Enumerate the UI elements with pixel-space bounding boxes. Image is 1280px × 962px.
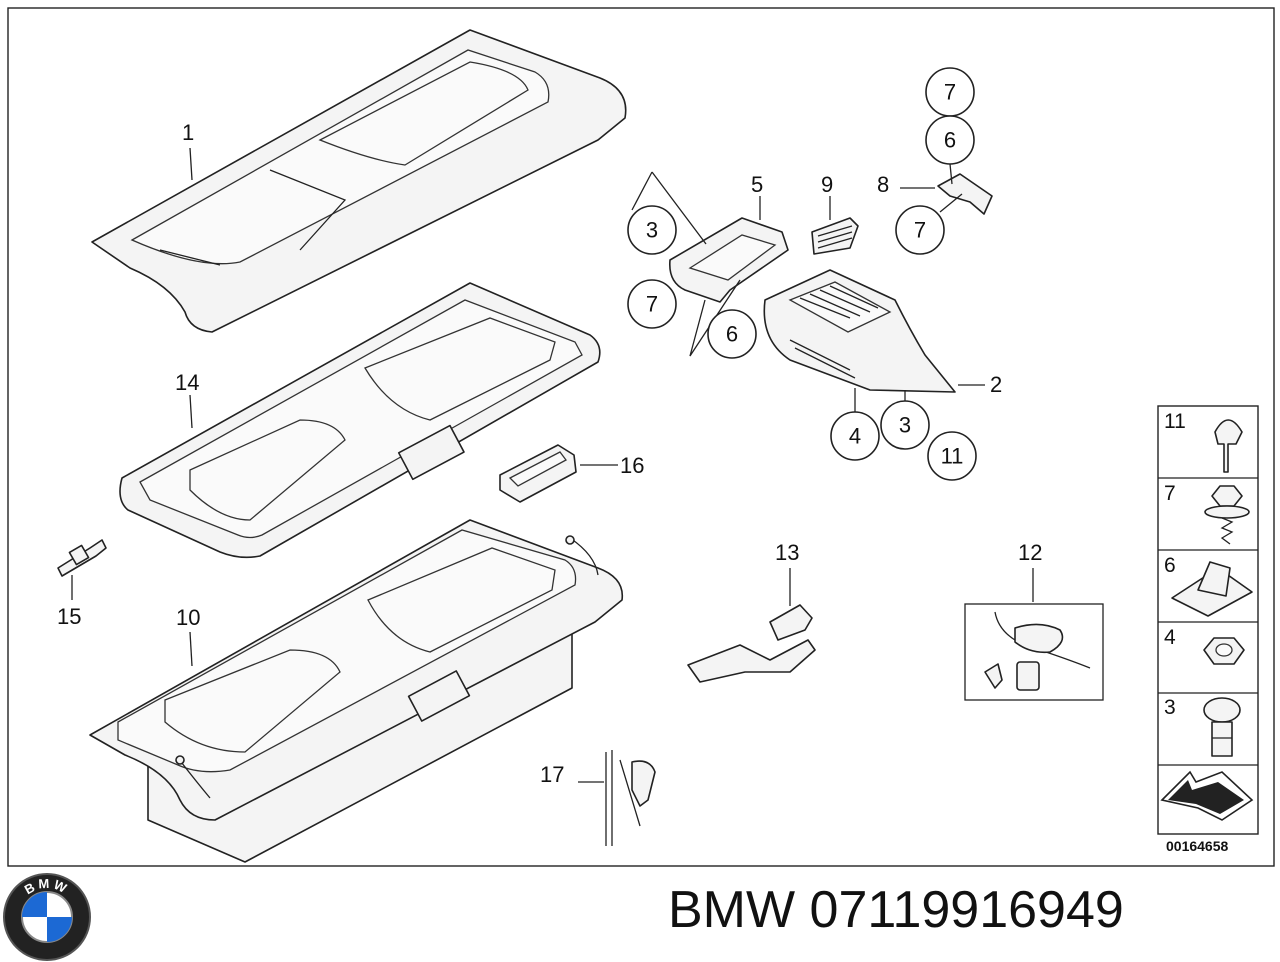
circle-callout-7-right: 7 bbox=[895, 205, 945, 255]
callout-1: 1 bbox=[182, 120, 194, 145]
callout-2: 2 bbox=[990, 372, 1002, 397]
diagram-frame bbox=[7, 7, 1275, 867]
part-8-bracket[interactable] bbox=[937, 173, 993, 215]
legend-arrow-icon bbox=[1160, 770, 1254, 821]
callout-9: 9 bbox=[821, 172, 833, 197]
svg-text:6: 6 bbox=[1164, 554, 1176, 577]
svg-text:11: 11 bbox=[941, 444, 964, 469]
part-1-parcel-shelf[interactable] bbox=[91, 29, 627, 333]
circle-callout-7-left: 7 bbox=[627, 279, 677, 329]
legend-item-11[interactable]: 11 bbox=[1164, 410, 1243, 473]
callout-16: 16 bbox=[620, 453, 644, 478]
circle-callout-6-top: 6 bbox=[925, 115, 975, 165]
callout-5: 5 bbox=[751, 172, 763, 197]
diagram-code: 00164658 bbox=[1166, 838, 1229, 854]
part-2-housing[interactable] bbox=[763, 269, 956, 393]
svg-text:6: 6 bbox=[726, 322, 738, 347]
svg-text:7: 7 bbox=[944, 80, 956, 105]
svg-text:7: 7 bbox=[1164, 482, 1176, 505]
svg-text:BMW: BMW bbox=[22, 876, 72, 897]
legend-item-3[interactable]: 3 bbox=[1164, 696, 1241, 757]
callout-15: 15 bbox=[57, 604, 81, 629]
callout-8: 8 bbox=[877, 172, 889, 197]
svg-text:4: 4 bbox=[849, 424, 861, 449]
svg-text:6: 6 bbox=[944, 128, 956, 153]
legend-item-4[interactable]: 4 bbox=[1164, 626, 1245, 665]
circle-callout-6-mid: 6 bbox=[707, 309, 757, 359]
part-5-cover[interactable] bbox=[668, 217, 789, 303]
circle-callout-3-left: 3 bbox=[627, 205, 677, 255]
part-number: 07119916949 bbox=[809, 881, 1124, 939]
circle-callout-3-right: 3 bbox=[880, 400, 930, 450]
svg-text:4: 4 bbox=[1164, 626, 1176, 649]
circle-callout-11: 11 bbox=[927, 431, 977, 481]
circle-callout-4: 4 bbox=[830, 411, 880, 461]
callout-17: 17 bbox=[540, 762, 564, 787]
svg-text:11: 11 bbox=[1164, 410, 1186, 433]
callout-13: 13 bbox=[775, 540, 799, 565]
part-15-bolt[interactable] bbox=[57, 539, 107, 577]
part-17-cable[interactable] bbox=[605, 750, 656, 846]
callout-10: 10 bbox=[176, 605, 200, 630]
fastener-legend: 11 7 6 4 3 bbox=[1157, 405, 1259, 835]
circle-callout-7-top: 7 bbox=[925, 67, 975, 117]
svg-text:7: 7 bbox=[646, 292, 658, 317]
brand-name: BMW bbox=[668, 881, 796, 939]
legend-item-7[interactable]: 7 bbox=[1164, 482, 1250, 545]
part-9-vent[interactable] bbox=[811, 217, 859, 255]
svg-text:7: 7 bbox=[914, 218, 926, 243]
callout-12: 12 bbox=[1018, 540, 1042, 565]
bmw-logo: BMW bbox=[3, 873, 91, 961]
part-14-tray[interactable] bbox=[119, 282, 601, 559]
svg-text:3: 3 bbox=[1164, 696, 1176, 719]
part-13-lock[interactable] bbox=[687, 604, 816, 683]
part-16-clip[interactable] bbox=[499, 444, 577, 503]
footer-title: BMW 07119916949 bbox=[668, 880, 1124, 940]
callout-14: 14 bbox=[175, 370, 199, 395]
svg-text:3: 3 bbox=[646, 218, 658, 243]
part-10-shelf-assembly[interactable] bbox=[89, 519, 624, 863]
legend-item-6[interactable]: 6 bbox=[1164, 554, 1253, 617]
svg-text:3: 3 bbox=[899, 413, 911, 438]
part-12-cable-set[interactable] bbox=[964, 603, 1104, 701]
